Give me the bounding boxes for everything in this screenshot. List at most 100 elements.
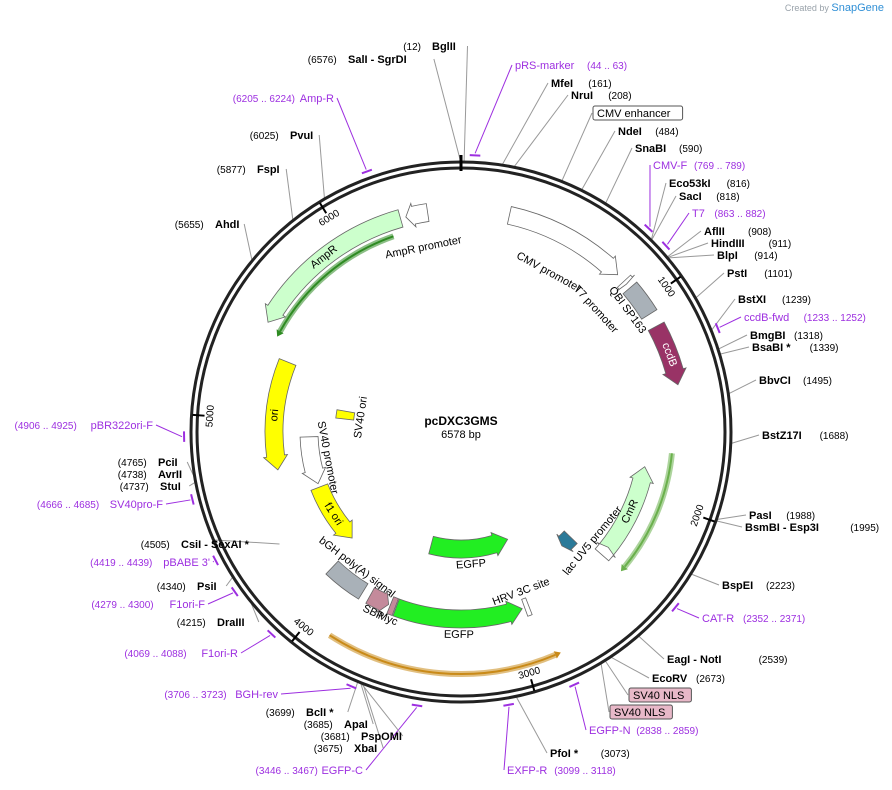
feature-attr1[interactable] — [556, 530, 578, 552]
plasmid-length: 6578 bp — [441, 429, 481, 441]
site-label-egfp-c-33[interactable]: EGFP-C(3446 .. 3467) — [256, 765, 364, 777]
feature-ampr[interactable] — [264, 209, 404, 323]
site-label-pasi-22[interactable]: PasI(1988) — [749, 510, 815, 522]
site-label-ccdb-fwd-17[interactable]: ccdB-fwd(1233 .. 1252) — [744, 312, 866, 324]
site-label-ecorv-27[interactable]: EcoRV(2673) — [652, 673, 725, 685]
site-position: (914) — [754, 251, 777, 262]
site-label-sali-sgrdi-1[interactable]: (6576)SalI - SgrDI — [308, 54, 407, 66]
site-label-pspomi-35[interactable]: (3681)PspOMI — [321, 731, 402, 743]
feature-ori[interactable] — [262, 358, 297, 471]
site-label-psii-42[interactable]: (4340)PsiI — [157, 581, 217, 593]
site-label-mfei-3[interactable]: MfeI(161) — [551, 78, 612, 90]
site-label-bmgbi-18[interactable]: BmgBI(1318) — [750, 330, 823, 342]
site-label-bstxi-16[interactable]: BstXI (1239) — [738, 294, 811, 306]
site-label-cmv-f-8[interactable]: CMV-F(769 .. 789) — [653, 160, 745, 172]
site-name: BstXI — [738, 294, 766, 306]
site-label-bcli-37[interactable]: (3699)BclI * — [266, 707, 334, 719]
center-label: pcDXC3GMS 6578 bp — [424, 414, 497, 441]
site-label-bstz17i-21[interactable]: BstZ17I(1688) — [762, 430, 849, 442]
site-label-hindiii-13[interactable]: HindIII(911) — [711, 238, 791, 250]
site-label-pcii-48[interactable]: (4765)PciI — [118, 457, 178, 469]
feature-qbi-sp163[interactable] — [622, 281, 658, 320]
site-box — [592, 105, 684, 121]
site-label-bsabi-19[interactable]: BsaBI *(1339) — [752, 342, 839, 354]
site-name: CMV enhancer — [597, 108, 671, 120]
feature-myc[interactable] — [386, 596, 399, 617]
site-position: (4738) — [118, 470, 147, 481]
feature-hrv-3c-site[interactable] — [521, 597, 533, 617]
site-label-ahdi-50[interactable]: (5655)AhdI — [175, 219, 240, 231]
site-label-f1ori-f-41[interactable]: F1ori-F(4279 .. 4300) — [91, 599, 205, 611]
site-label-prs-marker-2[interactable]: pRS-marker(44 .. 63) — [515, 60, 627, 72]
feature-f1-ori[interactable] — [310, 483, 353, 539]
feature-ampr-promoter[interactable] — [405, 202, 430, 229]
site-label-blpi-14[interactable]: BlpI(914) — [717, 250, 778, 262]
feature-t7-promoter[interactable] — [616, 274, 635, 292]
site-label-nrui-4[interactable]: NruI(208) — [571, 90, 632, 102]
feature-label-cmv-promoter: CMV promoter — [514, 250, 583, 295]
feature-lac-uv5-promoter[interactable] — [594, 542, 616, 562]
site-label-bspei-24[interactable]: BspEI(2223) — [722, 580, 795, 592]
feature-ccdb[interactable] — [647, 321, 687, 386]
site-position: (1239) — [782, 295, 811, 306]
site-label-eagi-noti-26[interactable]: EagI - NotI(2539) — [667, 654, 788, 666]
leader-ecorv-27 — [611, 656, 650, 679]
site-label-exfp-r-32[interactable]: EXFP-R(3099 .. 3118) — [507, 765, 616, 777]
site-label-pbr322ori-f-49[interactable]: pBR322ori-F(4906 .. 4925) — [15, 420, 154, 432]
site-label-draiii-40[interactable]: (4215)DraIII — [177, 617, 245, 629]
site-position: (5877) — [217, 165, 246, 176]
site-position: (3685) — [304, 720, 333, 731]
site-name: SacI — [679, 191, 702, 203]
site-label-avrii-47[interactable]: (4738)AvrII — [118, 469, 182, 481]
site-label-sv40-nls-29[interactable]: SV40 NLS — [609, 704, 673, 720]
site-label-bglii-0[interactable]: (12)BglII — [403, 41, 456, 53]
feature-cmv-promoter[interactable] — [506, 206, 619, 276]
site-position: (6576) — [308, 55, 337, 66]
site-label-ndei-6[interactable]: NdeI(484) — [618, 126, 679, 138]
site-label-apai-36[interactable]: (3685)ApaI — [304, 719, 368, 731]
site-position: (1233 .. 1252) — [804, 313, 866, 324]
site-label-aflii-12[interactable]: AflII(908) — [704, 226, 771, 238]
feature-sv40-promoter[interactable] — [299, 436, 327, 485]
site-label-csii-sexai-44[interactable]: (4505)CsiI - SexAI * — [141, 539, 250, 551]
site-name: BbvCI — [759, 375, 791, 387]
site-label-bsmbi-esp3i-23[interactable]: BsmBI - Esp3I(1995) — [745, 522, 879, 534]
site-position: (3706 .. 3723) — [164, 690, 226, 701]
site-label-egfp-n-30[interactable]: EGFP-N(2838 .. 2859) — [589, 725, 698, 737]
site-label-pfoi-31[interactable]: PfoI *(3073) — [550, 748, 630, 760]
site-label-amp-r-53[interactable]: Amp-R(6205 .. 6224) — [233, 93, 334, 105]
site-label-bgh-rev-38[interactable]: BGH-rev (3706 .. 3723) — [164, 689, 278, 701]
site-label-cmv-enhancer-5[interactable]: CMV enhancer — [592, 105, 684, 121]
site-name: BmgBI — [750, 330, 785, 342]
feature-bgh-poly-a-signal[interactable] — [325, 560, 369, 600]
site-label-saci-10[interactable]: SacI(818) — [679, 191, 740, 203]
leader-saci-10 — [651, 195, 677, 240]
alignment-tracks — [276, 233, 675, 677]
feature-sv40-ori[interactable] — [335, 409, 356, 421]
site-label-f1ori-r-39[interactable]: F1ori-R(4069 .. 4088) — [124, 648, 238, 660]
site-label-pvui-52[interactable]: (6025)PvuI — [250, 130, 313, 142]
feature-egfp2[interactable] — [428, 531, 509, 559]
site-label-eco53ki-9[interactable]: Eco53kI(816) — [669, 178, 750, 190]
site-label-xbai-34[interactable]: (3675)XbaI — [314, 743, 377, 755]
site-position: (2838 .. 2859) — [636, 726, 698, 737]
primer-mark-prs-marker — [469, 154, 481, 157]
site-label-fspi-51[interactable]: (5877)FspI — [217, 164, 280, 176]
site-name: PfoI * — [550, 748, 579, 760]
site-label-psti-15[interactable]: PstI(1101) — [727, 268, 792, 280]
site-position: (1988) — [786, 511, 815, 522]
site-label-cat-r-25[interactable]: CAT-R(2352 .. 2371) — [702, 613, 805, 625]
site-label-bbvci-20[interactable]: BbvCI(1495) — [759, 375, 832, 387]
site-label-stui-46[interactable]: (4737)StuI — [120, 481, 181, 493]
site-label-snabi-7[interactable]: SnaBI(590) — [635, 143, 702, 155]
leader-prs-marker-2 — [474, 64, 513, 154]
site-label-t7-11[interactable]: T7(863 .. 882) — [692, 208, 766, 220]
site-name: BGH-rev — [235, 689, 278, 701]
site-label-sv40pro-f-45[interactable]: SV40pro-F(4666 .. 4685) — [37, 499, 163, 511]
site-label-pbabe-3-43[interactable]: pBABE 3'(4419 .. 4439) — [90, 557, 210, 569]
feature-egfp[interactable] — [392, 598, 523, 629]
site-label-sv40-nls-28[interactable]: SV40 NLS — [628, 687, 692, 703]
feature-sbp[interactable] — [365, 587, 390, 614]
primer-mark-bgh-rev — [346, 683, 357, 690]
site-name: pBR322ori-F — [91, 420, 154, 432]
